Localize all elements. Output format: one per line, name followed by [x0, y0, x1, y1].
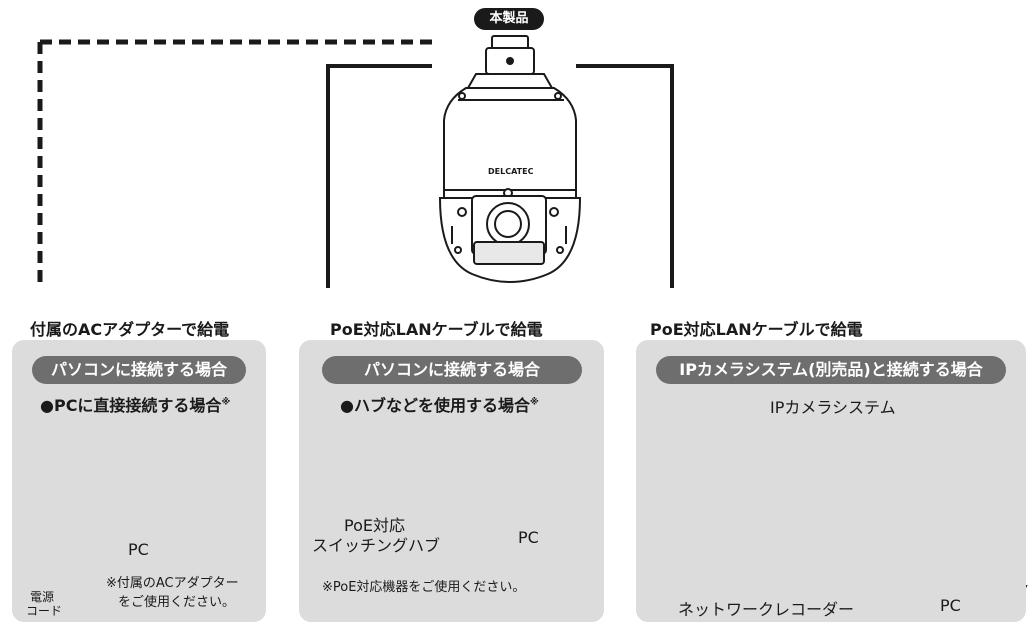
section-2-caption: PoE対応LANケーブルで給電 [330, 320, 543, 339]
hub-label-line2: スイッチングハブ [312, 536, 441, 555]
pc-3-label: PC [940, 596, 961, 615]
section-1-subtitle-text: ●PCに直接接続する場合 [40, 396, 222, 415]
section-1-pill: パソコンに接続する場合 [32, 356, 246, 384]
section-2-subtitle: ●ハブなどを使用する場合※ [340, 392, 539, 416]
ac-power-line [37, 39, 432, 285]
section-2-panel [299, 340, 604, 622]
section-2-pill: パソコンに接続する場合 [322, 356, 582, 384]
section-2-subtitle-mark: ※ [529, 397, 539, 408]
recorder-label: ネットワークレコーダー [678, 600, 855, 619]
pc-2-label: PC [518, 528, 539, 547]
section-1-panel [12, 340, 266, 622]
power-cord-label-line2: コード [26, 604, 63, 618]
poe-line-left [326, 64, 432, 288]
section-2-note: ※PoE対応機器をご使用ください。 [322, 580, 526, 595]
section-3-pill: IPカメラシステム(別売品)と接続する場合 [656, 356, 1006, 384]
camera-brand-label: DELCATEC [488, 167, 534, 176]
poe-line-right [576, 64, 674, 288]
section-1-note-line1: ※付属のACアダプター [106, 576, 239, 591]
product-badge: 本製品 [474, 8, 544, 30]
hub-label-line1: PoE対応 [344, 516, 405, 535]
section-1-note-line2: をご使用ください。 [118, 595, 236, 610]
section-3-caption: PoE対応LANケーブルで給電 [650, 320, 863, 339]
section-1-subtitle: ●PCに直接接続する場合※ [40, 392, 230, 416]
section-3-panel [636, 340, 1026, 622]
ptz-camera-illustration [438, 35, 582, 283]
section-3-subtitle: IPカメラシステム [770, 398, 896, 417]
section-2-subtitle-text: ●ハブなどを使用する場合 [340, 396, 530, 415]
section-1-caption: 付属のACアダプターで給電 [30, 320, 230, 339]
pc-1-label: PC [128, 540, 149, 559]
power-cord-label-line1: 電源 [30, 590, 55, 604]
section-1-subtitle-mark: ※ [221, 397, 231, 408]
